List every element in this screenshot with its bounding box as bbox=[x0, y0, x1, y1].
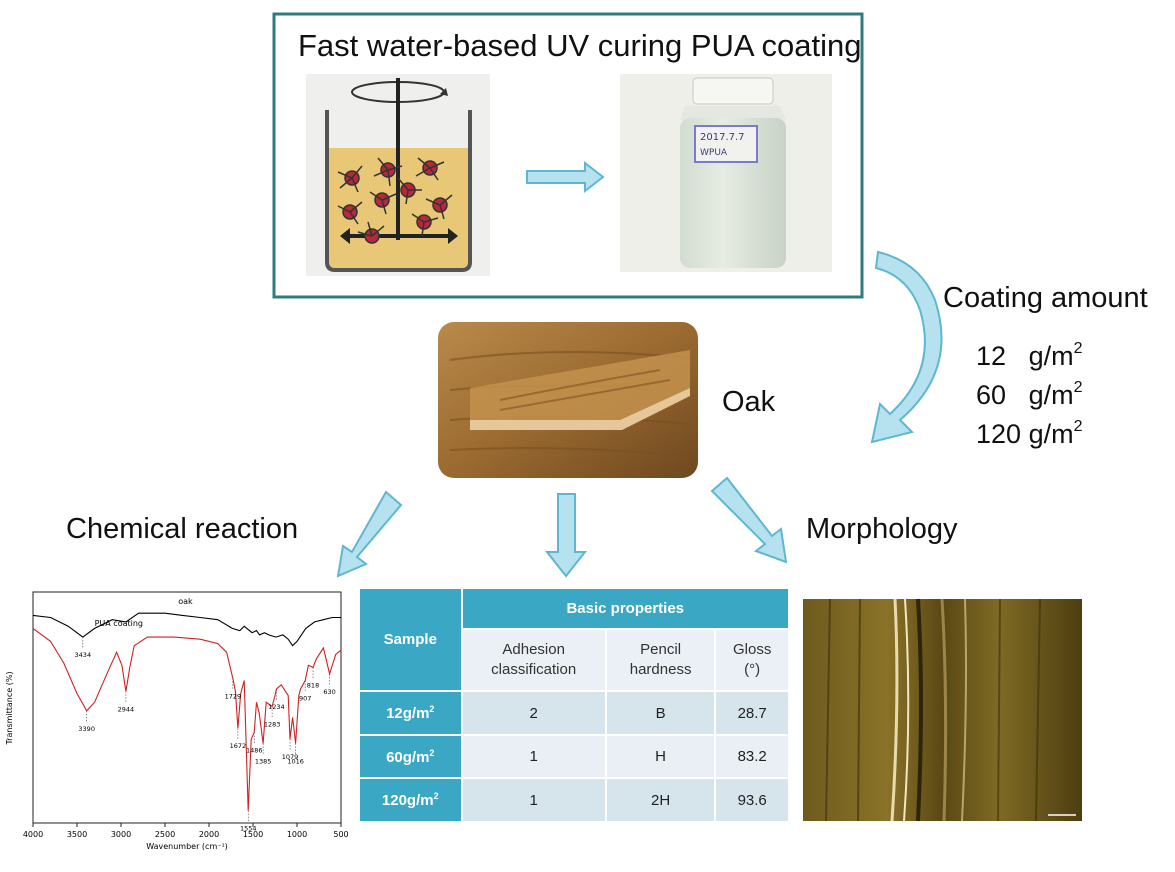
x-axis-label: Wavenumber (cm⁻¹) bbox=[146, 842, 228, 851]
peak-label: 1486 bbox=[246, 747, 263, 755]
basic-properties-header: Basic properties bbox=[460, 587, 790, 630]
peak-label: 3390 bbox=[78, 725, 95, 733]
series-name-oak: oak bbox=[178, 597, 193, 606]
gloss-cell: 93.6 bbox=[714, 777, 790, 823]
reactor-illustration bbox=[306, 74, 490, 276]
sample-value: 120g/m bbox=[381, 792, 434, 810]
amount-sup: 2 bbox=[1073, 340, 1083, 357]
morphology-label: Morphology bbox=[806, 513, 958, 545]
amount-sup: 2 bbox=[1073, 379, 1083, 396]
coating-amount-title: Coating amount bbox=[943, 282, 1148, 314]
gloss-cell: 28.7 bbox=[714, 690, 790, 736]
amount-value: 120 bbox=[976, 419, 1022, 449]
arrow-right bbox=[710, 476, 788, 564]
process-arrow bbox=[526, 160, 605, 194]
column-header: Adhesion classification bbox=[460, 627, 607, 693]
sample-sup: 2 bbox=[429, 747, 435, 758]
peak-label: 1554 bbox=[240, 825, 257, 833]
amount-unit: g/m bbox=[1028, 380, 1074, 410]
x-tick-label: 2500 bbox=[155, 830, 175, 839]
micrograph bbox=[803, 598, 1082, 822]
adhesion-cell: 1 bbox=[460, 733, 607, 780]
sample-value: 12g/m bbox=[386, 705, 430, 723]
peak-label: 3434 bbox=[75, 651, 92, 659]
hardness-cell: H bbox=[604, 733, 717, 780]
arrow-center bbox=[544, 493, 588, 578]
series-line-pua-coating bbox=[32, 627, 342, 811]
hardness-cell: 2H bbox=[604, 777, 717, 823]
column-header: Gloss (°) bbox=[714, 627, 790, 693]
hardness-cell: B bbox=[604, 690, 717, 736]
column-header: Pencil hardness bbox=[604, 627, 717, 693]
table-row: 120g/m2 1 2H 93.6 bbox=[358, 777, 790, 823]
amount-value: 12 bbox=[976, 341, 1007, 371]
coating-amount-item: 120 g/m2 bbox=[976, 418, 1083, 450]
sample-sup: 2 bbox=[433, 791, 439, 802]
x-tick-label: 4000 bbox=[23, 830, 43, 839]
peak-label: 907 bbox=[299, 694, 311, 702]
peak-label: 1672 bbox=[230, 742, 247, 750]
coating-amount-item: 60 g/m2 bbox=[976, 379, 1082, 411]
amount-value: 60 bbox=[976, 380, 1007, 410]
peak-label: 2944 bbox=[118, 705, 135, 713]
col-line: (°) bbox=[744, 660, 761, 678]
bottle-label-name: WPUA bbox=[700, 148, 728, 158]
row-sample: 12g/m2 bbox=[358, 690, 463, 736]
coating-title: Fast water-based UV curing PUA coating bbox=[298, 28, 862, 63]
sample-header: Sample bbox=[358, 586, 463, 693]
amount-sup: 2 bbox=[1073, 418, 1083, 435]
peak-label: 1385 bbox=[255, 757, 272, 765]
col-line: Gloss bbox=[733, 640, 772, 658]
x-tick-label: 500 bbox=[333, 830, 348, 839]
x-tick-label: 2000 bbox=[199, 830, 219, 839]
row-sample: 120g/m2 bbox=[358, 777, 463, 823]
adhesion-cell: 1 bbox=[460, 777, 607, 823]
gloss-cell: 83.2 bbox=[714, 733, 790, 780]
series-name-pua: PUA coating bbox=[95, 619, 143, 628]
col-line: hardness bbox=[629, 660, 692, 678]
x-tick-label: 3000 bbox=[111, 830, 131, 839]
peak-label: 1283 bbox=[264, 721, 281, 729]
col-line: Pencil bbox=[640, 640, 682, 658]
series-line-oak bbox=[32, 612, 341, 647]
oak-photo bbox=[438, 322, 698, 478]
row-sample: 60g/m2 bbox=[358, 733, 463, 780]
peak-label: 1079 bbox=[282, 753, 299, 761]
x-tick-label: 1000 bbox=[287, 830, 307, 839]
sample-sup: 2 bbox=[429, 704, 435, 715]
x-tick-label: 3500 bbox=[67, 830, 87, 839]
peak-label: 1729 bbox=[225, 692, 242, 700]
arrow-left bbox=[336, 490, 403, 578]
properties-table: Sample Basic properties Adhesion classifi… bbox=[358, 586, 790, 823]
amount-unit: g/m bbox=[1028, 419, 1074, 449]
chemical-reaction-label: Chemical reaction bbox=[66, 513, 299, 545]
adhesion-cell: 2 bbox=[460, 690, 607, 736]
peak-label: 630 bbox=[323, 688, 335, 696]
sample-value: 60g/m bbox=[386, 748, 430, 766]
curved-arrow bbox=[870, 250, 943, 444]
bottle-photo: 2017.7.7 WPUA bbox=[620, 74, 832, 272]
table-row: 60g/m2 1 H 83.2 bbox=[358, 733, 790, 780]
amount-unit: g/m bbox=[1028, 341, 1074, 371]
peak-label: 1234 bbox=[268, 703, 285, 711]
peak-label: 1016 bbox=[287, 757, 304, 765]
coating-frame bbox=[272, 12, 864, 299]
y-axis-label: Transmittance (%) bbox=[5, 671, 14, 745]
col-line: Adhesion bbox=[502, 640, 565, 658]
plot-frame bbox=[32, 591, 342, 824]
table-row: 12g/m2 2 B 28.7 bbox=[358, 690, 790, 736]
col-line: classification bbox=[491, 660, 577, 678]
oak-label: Oak bbox=[722, 386, 776, 418]
x-tick-label: 1500 bbox=[243, 830, 263, 839]
bottle-label-date: 2017.7.7 bbox=[700, 132, 745, 143]
coating-amount-item: 12 g/m2 bbox=[976, 340, 1082, 372]
peak-label: 818 bbox=[307, 681, 319, 689]
